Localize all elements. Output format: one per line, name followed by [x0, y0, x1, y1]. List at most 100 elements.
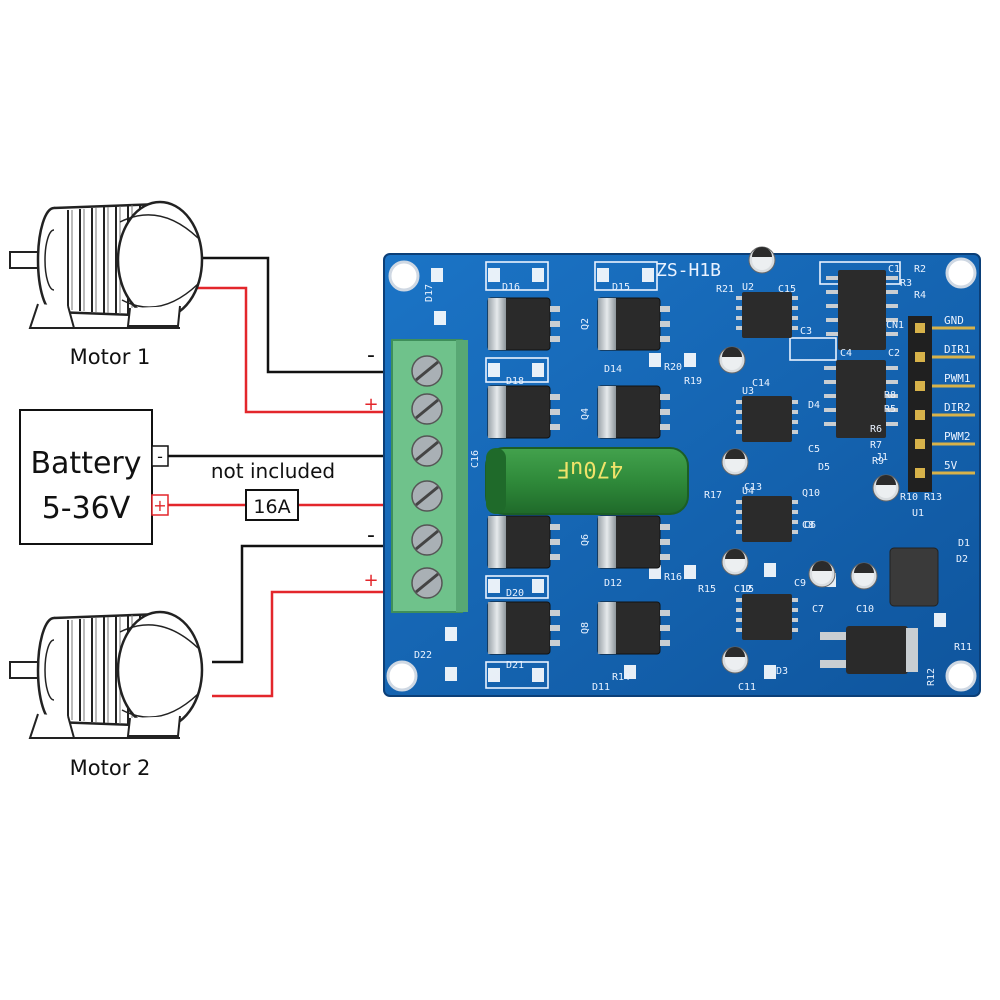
motor1-minus-mark: - — [367, 343, 375, 368]
silk-label: CN1 — [886, 320, 904, 331]
motor2-black-wire — [212, 544, 392, 664]
pcb-board: GND DIR1 PWM1 DIR2 PWM2 5V 470uF ZS-H1B … — [383, 246, 981, 697]
silkscreen-outlines — [485, 261, 901, 689]
silk-label: D11 — [592, 682, 610, 693]
bulk-capacitor: 470uF — [485, 447, 689, 515]
silk-label: D5 — [818, 462, 830, 473]
capacitor-value: 470uF — [557, 456, 623, 481]
fuse-rating: 16A — [253, 496, 290, 518]
motor2-minus-mark: - — [367, 523, 375, 548]
silk-label: J1 — [876, 452, 888, 463]
silk-label: C2 — [888, 348, 900, 359]
silk-label: D17 — [424, 284, 435, 302]
motor-icon — [8, 200, 204, 330]
silk-label: R15 — [698, 584, 716, 595]
silk-label: Q6 — [580, 534, 591, 546]
voltage-regulator — [820, 626, 918, 674]
silk-label: Q10 — [802, 488, 820, 499]
silk-label: R16 — [664, 572, 682, 583]
silk-label: R5 — [884, 404, 896, 415]
silk-label: R4 — [914, 290, 926, 301]
silk-label: D16 — [502, 282, 520, 293]
silk-label: C11 — [738, 682, 756, 693]
silk-label: R13 — [924, 492, 942, 503]
battery-voltage: 5-36V — [42, 491, 131, 526]
motor-icon — [8, 610, 204, 740]
silk-label: D20 — [506, 588, 524, 599]
silk-label: D12 — [604, 578, 622, 589]
silk-label: C5 — [808, 444, 820, 455]
silk-label: C10 — [856, 604, 874, 615]
silk-label: Q8 — [580, 622, 591, 634]
silk-label: Q2 — [580, 318, 591, 330]
header-pin-label: 5V — [944, 459, 958, 472]
silk-label: R14 — [612, 672, 630, 683]
silk-label: U5 — [742, 584, 754, 595]
wires — [168, 256, 392, 698]
battery-plus-sign: + — [153, 496, 166, 515]
silk-label: Q4 — [580, 408, 591, 420]
battery-box — [19, 409, 153, 545]
battery-negative-terminal — [151, 445, 169, 467]
motor2-label: Motor 2 — [70, 756, 151, 780]
silk-label: R10 — [900, 492, 918, 503]
silk-label: D21 — [506, 660, 524, 671]
motor1-plus-mark: + — [363, 394, 378, 415]
header-pin-label: PWM2 — [944, 430, 971, 443]
header-pin-label: PWM1 — [944, 372, 971, 385]
silk-label: C12 — [734, 584, 752, 595]
not-included-note: not included — [211, 459, 335, 483]
silk-label: D14 — [604, 364, 622, 375]
battery-positive-terminal — [151, 494, 169, 516]
board-name: ZS-H1B — [656, 260, 721, 281]
silkscreen-labels: D17 D16 D15 D18 D14 R20 R19 Q2 Q4 Q6 Q8 … — [414, 264, 972, 693]
silk-label: C3 — [800, 326, 812, 337]
silk-label: C4 — [840, 348, 852, 359]
logic-chips — [824, 270, 898, 438]
motor2-plus-mark: + — [363, 570, 378, 591]
silk-label: C1 — [888, 264, 900, 275]
silk-label: C9 — [794, 578, 806, 589]
silk-label: U2 — [742, 282, 754, 293]
silk-label: D15 — [612, 282, 630, 293]
silk-label: R20 — [664, 362, 682, 373]
header-pin-label: GND — [944, 314, 964, 327]
silk-label: D2 — [956, 554, 968, 565]
battery: Battery 5-36V - + — [19, 409, 169, 545]
silk-label: D22 — [414, 650, 432, 661]
motor1-red-wire — [196, 286, 392, 414]
silk-label: R12 — [926, 668, 937, 686]
fuse: 16A — [245, 489, 299, 521]
silk-label: R2 — [914, 264, 926, 275]
silk-label: U4 — [742, 486, 754, 497]
battery-label: Battery — [30, 446, 141, 481]
silk-label: D18 — [506, 376, 524, 387]
silk-label: R6 — [870, 424, 882, 435]
silk-label: U3 — [742, 386, 754, 397]
silk-label: U1 — [912, 508, 924, 519]
silk-label: D1 — [958, 538, 970, 549]
silk-label: C8 — [802, 520, 814, 531]
terminal-block — [391, 339, 468, 613]
silk-label: C13 — [744, 482, 762, 493]
silk-label: R11 — [954, 642, 972, 653]
header-pin-label: DIR1 — [944, 343, 971, 356]
motor1-label: Motor 1 — [70, 345, 151, 369]
motor1-black-wire — [196, 256, 392, 374]
motor2-red-wire — [212, 590, 392, 698]
header-pin-label: DIR2 — [944, 401, 971, 414]
silk-label: D4 — [808, 400, 820, 411]
silk-label: C7 — [812, 604, 824, 615]
silk-label: C6 — [804, 520, 816, 531]
mounting-holes — [386, 257, 977, 692]
fuse-box — [245, 489, 299, 521]
silk-label: C16 — [470, 450, 481, 468]
silk-label: D3 — [776, 666, 788, 677]
silk-label: R17 — [704, 490, 722, 501]
pin-header: GND DIR1 PWM1 DIR2 PWM2 5V — [908, 314, 975, 492]
silk-label: R19 — [684, 376, 702, 387]
inductor — [889, 547, 939, 607]
silk-label: C14 — [752, 378, 770, 389]
motor-1: Motor 1 — [8, 200, 204, 369]
